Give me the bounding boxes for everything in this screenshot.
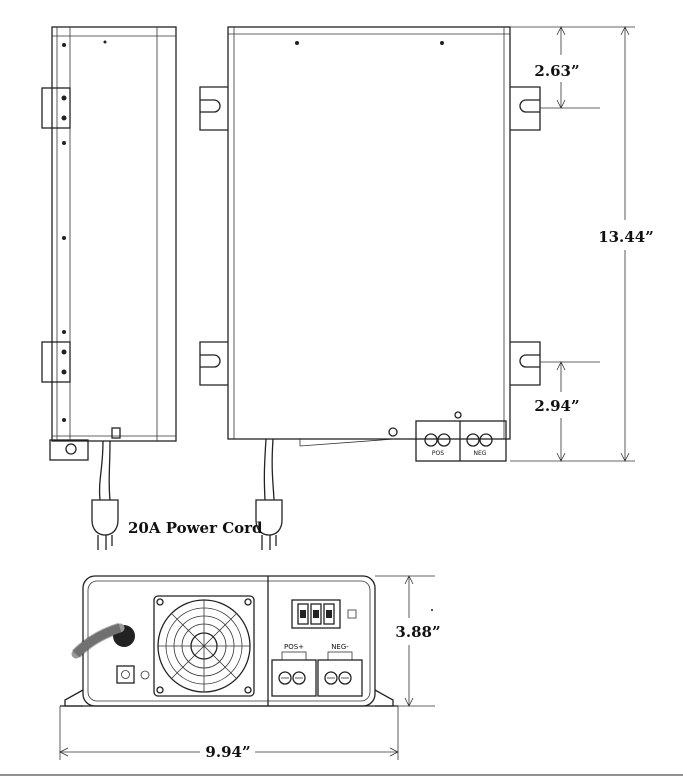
side-view-body (51, 26, 177, 442)
ground-screw (116, 665, 135, 684)
bracket-left-bottom (199, 341, 228, 386)
back-view: POS NEG (199, 26, 541, 550)
dim-front-height: 3.88” (395, 623, 440, 641)
side-view (41, 26, 177, 550)
back-view-body (227, 26, 511, 440)
side-terminal-block (49, 439, 89, 461)
side-hinge-bottom (41, 341, 71, 383)
fan-frame (153, 595, 255, 697)
dim-total-height: 13.44” (598, 228, 654, 246)
bracket-right-bottom (510, 341, 541, 386)
power-cord-label: 20A Power Cord (128, 519, 263, 537)
dim-front-width: 9.94” (205, 743, 250, 761)
bracket-right-top (510, 86, 541, 131)
pos-small-label: POS (432, 450, 444, 457)
bracket-left-top (199, 86, 228, 131)
side-hinge-top (41, 87, 71, 129)
breaker-block (291, 599, 341, 629)
ground-icon (140, 670, 150, 680)
indicator-led (347, 609, 357, 619)
neg-small-label: NEG (474, 450, 487, 457)
back-terminal-block (415, 420, 507, 462)
end-view-dimensions (59, 575, 435, 760)
side-plug (91, 499, 119, 536)
dim-bottom-bracket: 2.94” (534, 397, 579, 415)
neg-terminal-label: NEG- (331, 643, 349, 651)
pos-terminal-label: POS+ (284, 643, 304, 651)
height-dimensions (510, 26, 635, 462)
end-view: POS+ NEG- (60, 575, 398, 707)
back-plug (255, 499, 283, 536)
dim-top-bracket: 2.63” (534, 62, 579, 80)
